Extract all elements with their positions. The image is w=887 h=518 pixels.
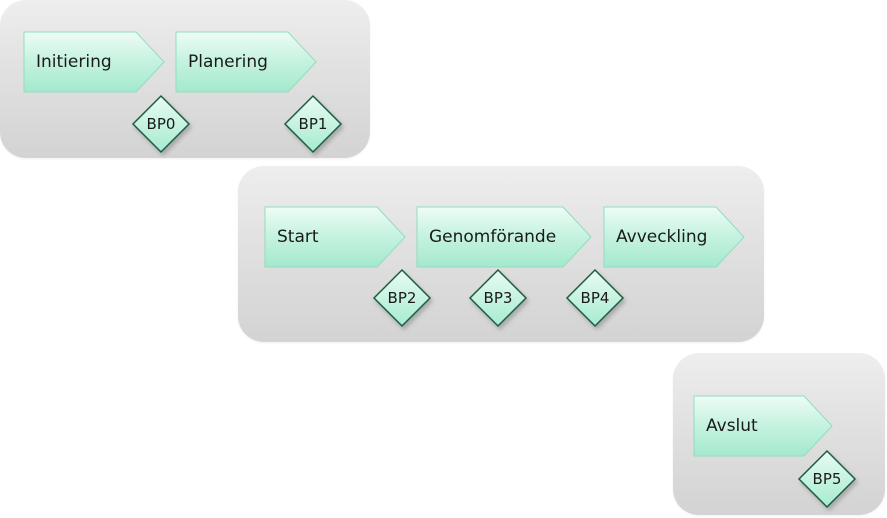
gate-diamond-shape [131,94,191,154]
gate-bp3: BP3 [468,268,528,328]
phase-label: Avveckling [616,227,708,247]
phase-label: Avslut [706,416,758,436]
gate-bp2: BP2 [372,268,432,328]
gate-label: BP2 [387,289,417,307]
phase-start: Start [264,206,406,268]
gate-diamond-shape [468,268,528,328]
phase-label: Genomförande [429,227,557,247]
gate-diamond-shape [372,268,432,328]
gate-label: BP0 [146,115,176,133]
gate-bp0: BP0 [131,94,191,154]
gate-label: BP4 [580,289,610,307]
phase-chevron-shape [23,31,165,93]
phase-avveckling: Avveckling [603,206,745,268]
phase-chevron-shape [264,206,406,268]
phase-label: Start [277,227,319,247]
gate-bp5: BP5 [797,449,857,509]
gate-label: BP3 [483,289,513,307]
phase-avslut: Avslut [693,395,833,457]
gate-diamond-shape [565,268,625,328]
phase-label: Planering [188,52,268,72]
phase-chevron-shape [603,206,745,268]
phase-chevron-shape [693,395,833,457]
phase-genomforande: Genomförande [416,206,592,268]
gate-bp4: BP4 [565,268,625,328]
phase-chevron-shape [175,31,317,93]
gate-label: BP1 [298,115,328,133]
phase-chevron-shape [416,206,592,268]
phase-planering: Planering [175,31,317,93]
gate-diamond-shape [797,449,857,509]
gate-bp1: BP1 [283,94,343,154]
gate-label: BP5 [812,470,842,488]
gate-diamond-shape [283,94,343,154]
phase-label: Initiering [36,52,112,72]
phase-initiering: Initiering [23,31,165,93]
